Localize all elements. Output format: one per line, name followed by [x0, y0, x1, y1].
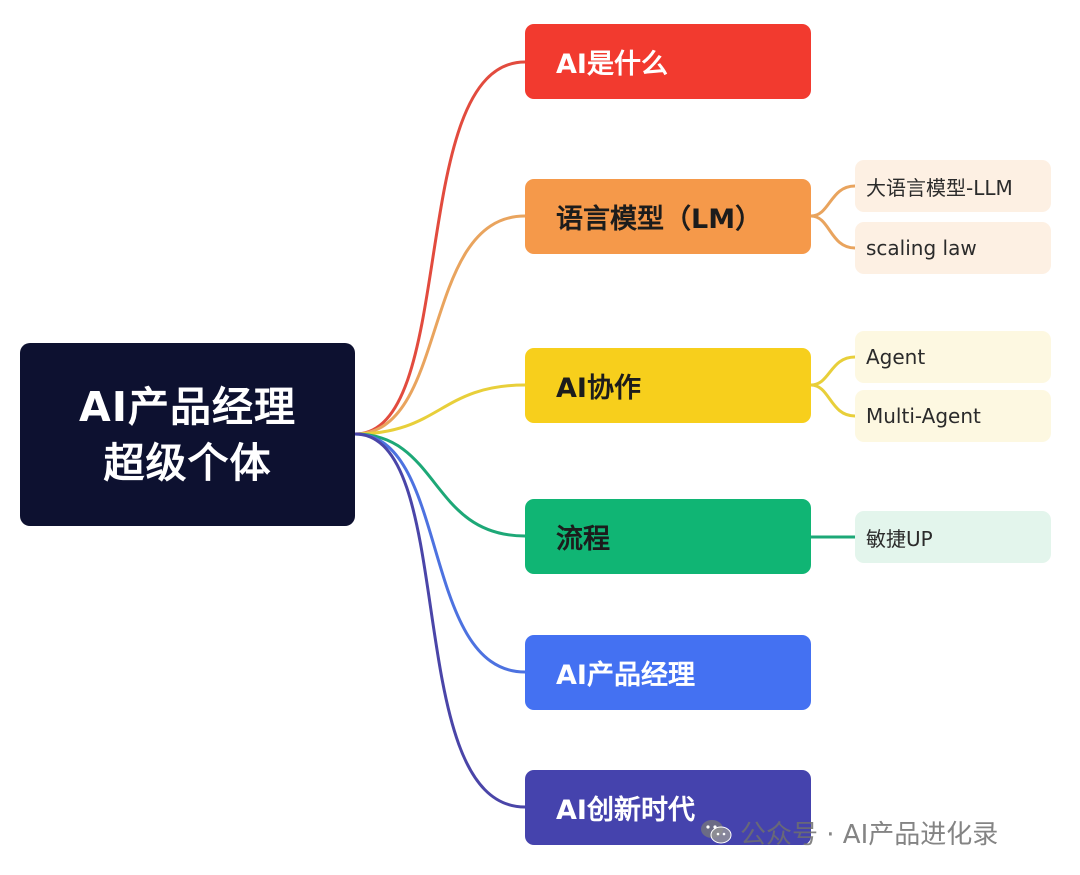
branch-node-ai-collaboration: AI协作 — [525, 348, 811, 423]
connector-root-to-ai-era — [353, 432, 527, 809]
connector-collab-to-multi-agent — [809, 383, 857, 418]
connector-lm-to-scaling — [809, 214, 857, 250]
connector-root-to-ai-pm — [353, 432, 527, 674]
leaf-node-agent: Agent — [855, 331, 1051, 383]
branch-node-language-model: 语言模型（LM） — [525, 179, 811, 254]
branch-node-ai-innovation-era: AI创新时代 — [525, 770, 811, 845]
watermark-text: 公众号 · AI产品进化录 — [740, 819, 999, 850]
leaf-node-multi-agent: Multi-Agent — [855, 390, 1051, 442]
watermark: 公众号 · AI产品进化录 — [700, 808, 998, 856]
connector-root-to-language-model — [353, 214, 527, 436]
branch-node-ai-what: AI是什么 — [525, 24, 811, 99]
connector-root-to-ai-what — [353, 60, 527, 436]
leaf-node-llm: 大语言模型-LLM — [855, 160, 1051, 212]
connector-lm-to-llm — [809, 184, 857, 218]
root-node: AI产品经理 超级个体 — [20, 343, 355, 526]
wechat-icon — [701, 820, 732, 844]
leaf-node-scaling-law: scaling law — [855, 222, 1051, 274]
connector-root-to-process — [353, 432, 527, 538]
root-title-line1: AI产品经理 — [79, 382, 296, 431]
branch-node-ai-product-manager: AI产品经理 — [525, 635, 811, 710]
branch-node-process: 流程 — [525, 499, 811, 574]
root-title-line2: 超级个体 — [103, 438, 272, 487]
leaf-node-agile-up: 敏捷UP — [855, 511, 1051, 563]
connector-collab-to-agent — [809, 355, 857, 387]
connector-root-to-ai-collab — [353, 383, 527, 436]
